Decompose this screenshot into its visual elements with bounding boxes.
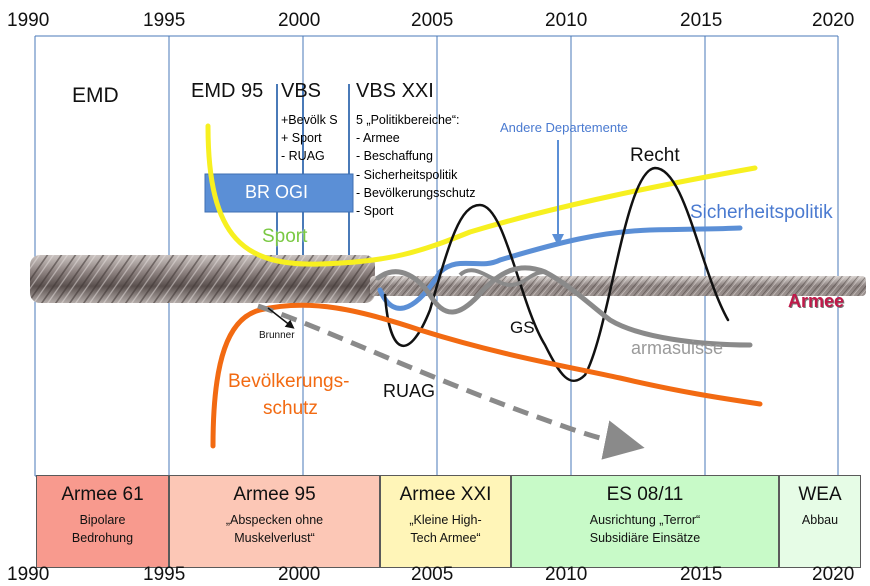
emd-label: EMD	[72, 84, 119, 107]
armee-label: Armee	[788, 291, 845, 311]
brunner-label: Brunner	[259, 330, 295, 341]
year-label: 1995	[143, 564, 186, 585]
vbs-additions-list: +Bevölk S + Sport - RUAG	[281, 111, 338, 166]
era-wea: WEA Abbau	[779, 475, 861, 568]
bevoelkerungsschutz-line	[210, 302, 763, 449]
year-label: 2005	[411, 10, 454, 31]
vbs-label: VBS	[281, 80, 322, 102]
politikbereich-item: 5 „Politikbereiche“:	[356, 113, 460, 127]
brunner-arrow	[267, 307, 295, 329]
year-label: 2015	[680, 10, 723, 31]
gs-label: GS	[510, 318, 535, 337]
politikbereich-item: - Sport	[356, 204, 394, 219]
recht-line	[383, 166, 730, 382]
era-name: Armee XXI	[399, 484, 492, 505]
vbs-addition: + Sport	[281, 131, 322, 146]
politikbereich-item: - Armee	[356, 131, 400, 146]
vbs-addition: - RUAG	[281, 149, 325, 164]
year-label: 2000	[278, 10, 321, 31]
year-label: 2020	[812, 10, 855, 31]
br-ogi-label: BR OGI	[245, 182, 309, 202]
era-name: WEA	[798, 484, 842, 505]
politikbereich-item: - Bevölkerungsschutz	[356, 185, 476, 200]
year-label: 2000	[278, 564, 321, 585]
era-es-08-11: ES 08/11 Ausrichtung „Terror“Subsidiäre …	[511, 475, 779, 568]
politikbereich-item: - Beschaffung	[356, 149, 433, 164]
emd95-label: EMD 95	[191, 80, 264, 102]
era-description: „Kleine High-Tech Armee“	[409, 513, 482, 546]
year-label: 2015	[680, 564, 723, 585]
era-name: Armee 61	[61, 484, 144, 505]
year-label: 1995	[143, 10, 186, 31]
year-label: 2020	[812, 564, 855, 585]
armasuisse-label: armasuisse	[631, 338, 724, 358]
bevoelkerungsschutz-label-1: Bevölkerungs-	[228, 371, 350, 392]
sicherheitspolitik-line	[377, 225, 743, 311]
year-label: 1990	[7, 564, 50, 585]
sicherheitspolitik-label: Sicherheitspolitik	[690, 202, 833, 223]
ruag-label: RUAG	[383, 381, 436, 401]
era-name: Armee 95	[233, 484, 316, 505]
andere-departemente-label: Andere Departemente	[500, 120, 628, 135]
era-description: Ausrichtung „Terror“Subsidiäre Einsätze	[589, 513, 701, 546]
sport-label: Sport	[262, 226, 308, 247]
armasuisse-loop	[458, 268, 546, 288]
sport-line	[205, 123, 758, 267]
era-description: Abbau	[801, 513, 839, 527]
vbs-markers	[276, 84, 350, 262]
year-label: 2010	[545, 564, 588, 585]
year-label: 2010	[545, 10, 588, 31]
politikbereich-item: - Sicherheitspolitik	[356, 167, 458, 182]
era-name: ES 08/11	[606, 484, 684, 505]
vbs-addition: +Bevölk S	[281, 113, 338, 127]
year-label: 2005	[411, 564, 454, 585]
ruag-dashed-arrow	[257, 303, 645, 460]
armee-rope	[30, 255, 866, 303]
era-armee-xxi: Armee XXI „Kleine High-Tech Armee“	[380, 475, 511, 568]
vbs21-label: VBS XXI	[356, 80, 434, 102]
armasuisse-line	[375, 265, 753, 348]
bevoelkerungsschutz-label-2: schutz	[263, 398, 318, 419]
recht-label: Recht	[630, 145, 680, 166]
politikbereiche-list: 5 „Politikbereiche“: - Armee - Beschaffu…	[356, 111, 476, 220]
year-label: 1990	[7, 10, 50, 31]
br-ogi-box	[204, 173, 354, 213]
